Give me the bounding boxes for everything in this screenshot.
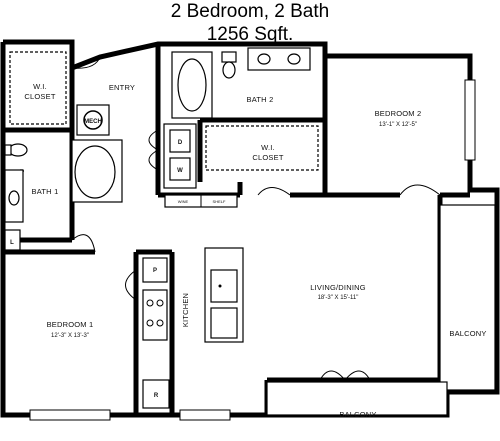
linen-label: L xyxy=(10,240,14,246)
entry-label: ENTRY xyxy=(109,83,135,92)
plan-title: 2 Bedroom, 2 Bath xyxy=(170,1,330,22)
living-dining-dims: 18'-3" X 15'-11" xyxy=(318,295,359,301)
bath-2-fixtures xyxy=(171,47,311,119)
bath-1-label: BATH 1 xyxy=(32,187,59,196)
bedroom-1-dims: 12'-3" X 13'-3" xyxy=(51,333,89,339)
bedroom-2-label: BEDROOM 2 xyxy=(375,109,422,118)
kitchen-fixtures xyxy=(142,247,244,409)
bedroom-2-dims: 13'-1" X 12'-5" xyxy=(379,122,417,128)
wi-closet-1-label-2: CLOSET xyxy=(24,92,55,101)
bath-1-fixtures xyxy=(4,139,123,251)
mech-label: MECH xyxy=(84,119,102,125)
shelf-label: SHELF xyxy=(213,199,226,204)
wi-closet-2-label: W.I. xyxy=(261,143,275,152)
kitchen-label: KITCHEN xyxy=(181,293,190,327)
bath-2-label: BATH 2 xyxy=(247,95,274,104)
balconies xyxy=(266,204,496,416)
laundry-closet xyxy=(163,123,238,208)
washer-label: W xyxy=(177,168,183,174)
windows xyxy=(29,79,476,421)
balcony-bottom-label: BALCONY xyxy=(339,410,376,419)
plan-area: 1256 Sqft. xyxy=(206,24,294,45)
wine-label: WINE xyxy=(178,199,189,204)
refrigerator-label: R xyxy=(154,393,159,399)
balcony-side-label: BALCONY xyxy=(449,329,486,338)
mech-room xyxy=(76,104,110,136)
dryer-label: D xyxy=(178,140,183,146)
bedroom-1-label: BEDROOM 1 xyxy=(47,320,94,329)
wi-closet-2-label-2: CLOSET xyxy=(252,153,283,162)
pantry-label: P xyxy=(153,268,157,274)
living-dining-label: LIVING/DINING xyxy=(310,283,366,292)
wi-closet-1-label: W.I. xyxy=(33,82,47,91)
